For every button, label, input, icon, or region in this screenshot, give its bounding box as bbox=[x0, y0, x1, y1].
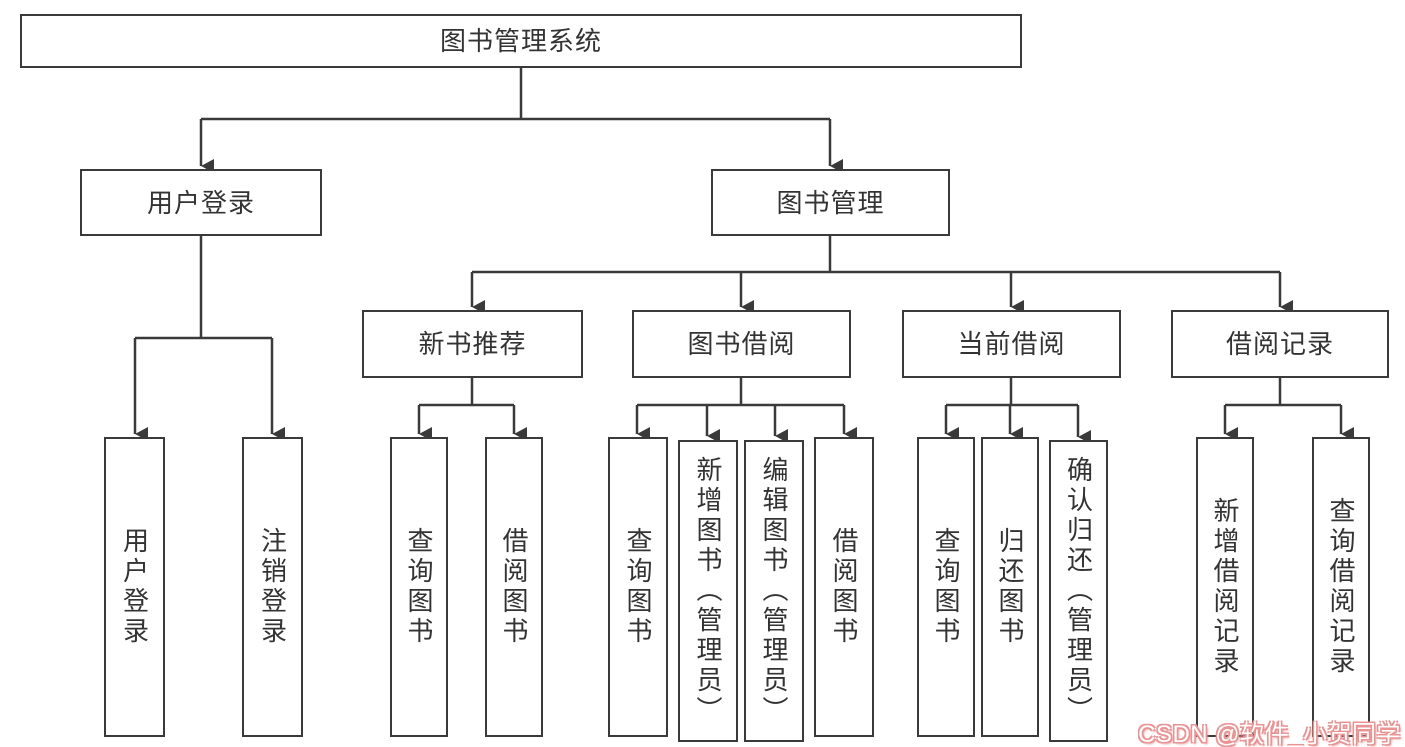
leaf-borrow-books-label-2: 借阅图书 bbox=[829, 527, 859, 647]
leaf-box-query-books-2: 查询图书 bbox=[608, 437, 668, 737]
leaf-box-borrow-books-1: 借阅图书 bbox=[485, 437, 543, 737]
group-borrow-record-label: 借阅记录 bbox=[1225, 329, 1334, 359]
leaf-add-borrow-record-label: 新增借阅记录 bbox=[1210, 497, 1240, 677]
group-book-borrow-label: 图书借阅 bbox=[687, 329, 796, 359]
leaf-query-books-label-3: 查询图书 bbox=[931, 527, 961, 647]
leaf-box-query-borrow-record: 查询借阅记录 bbox=[1312, 437, 1370, 737]
group-box-current-borrow: 当前借阅 bbox=[902, 310, 1121, 378]
branch-box-user-login: 用户登录 bbox=[80, 169, 322, 236]
leaf-box-logout: 注销登录 bbox=[242, 437, 303, 737]
leaf-query-books-label-1: 查询图书 bbox=[404, 527, 434, 647]
leaf-box-query-books-1: 查询图书 bbox=[390, 437, 448, 737]
leaf-query-borrow-record-label: 查询借阅记录 bbox=[1326, 497, 1356, 677]
group-new-book-recommend-label: 新书推荐 bbox=[418, 329, 527, 359]
leaf-box-query-books-3: 查询图书 bbox=[917, 437, 975, 737]
leaf-box-confirm-return-admin: 确认归还（管理员） bbox=[1049, 440, 1108, 742]
leaf-borrow-books-label-1: 借阅图书 bbox=[499, 527, 529, 647]
leaf-logout-label: 注销登录 bbox=[257, 527, 288, 647]
leaf-return-books-label: 归还图书 bbox=[995, 527, 1025, 647]
leaf-box-return-books: 归还图书 bbox=[981, 437, 1039, 737]
leaf-box-user-login: 用户登录 bbox=[104, 437, 165, 737]
leaf-add-books-admin-label: 新增图书（管理员） bbox=[693, 456, 723, 726]
branch-user-login-label: 用户登录 bbox=[146, 187, 255, 218]
group-box-book-borrow: 图书借阅 bbox=[632, 310, 851, 378]
group-box-new-book-recommend: 新书推荐 bbox=[362, 310, 583, 378]
leaf-box-add-books-admin: 新增图书（管理员） bbox=[678, 440, 738, 742]
root-label: 图书管理系统 bbox=[439, 26, 602, 56]
leaf-query-books-label-2: 查询图书 bbox=[623, 527, 653, 647]
leaf-box-borrow-books-2: 借阅图书 bbox=[814, 437, 874, 737]
root-box-library-management-system: 图书管理系统 bbox=[20, 14, 1022, 68]
leaf-user-login-label: 用户登录 bbox=[119, 527, 150, 647]
branch-book-management-label: 图书管理 bbox=[776, 187, 885, 218]
group-current-borrow-label: 当前借阅 bbox=[957, 329, 1066, 359]
leaf-box-edit-books-admin: 编辑图书（管理员） bbox=[744, 440, 804, 742]
leaf-edit-books-admin-label: 编辑图书（管理员） bbox=[759, 456, 789, 726]
leaf-confirm-return-admin-label: 确认归还（管理员） bbox=[1063, 456, 1094, 726]
branch-box-book-management: 图书管理 bbox=[711, 169, 950, 236]
csdn-watermark: CSDN @软件_小贺同学 bbox=[1138, 721, 1401, 747]
leaf-box-add-borrow-record: 新增借阅记录 bbox=[1196, 437, 1254, 737]
group-box-borrow-record: 借阅记录 bbox=[1171, 310, 1389, 378]
